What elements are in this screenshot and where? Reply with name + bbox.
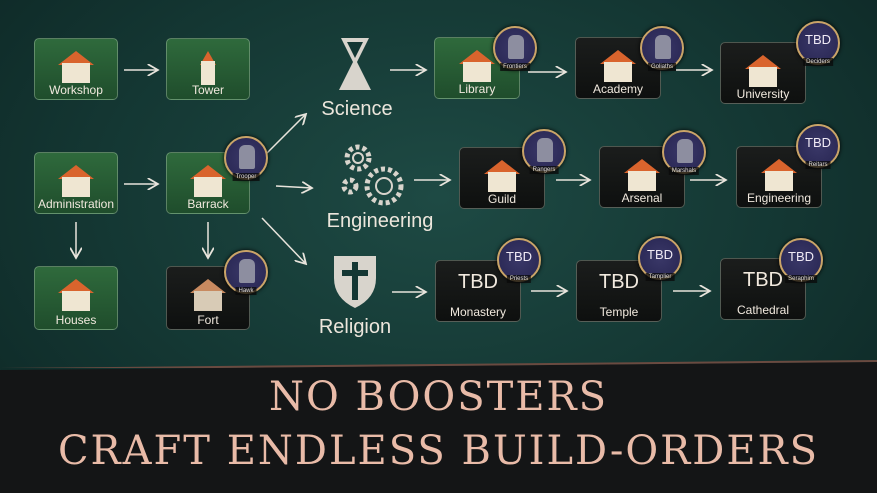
label: Administration: [37, 197, 115, 211]
unit-priests[interactable]: TBD Priests: [497, 238, 541, 283]
label: Engineering: [746, 191, 812, 205]
category-engineering: Engineering: [326, 210, 434, 232]
label: Monastery: [449, 305, 507, 319]
unit-frontiers[interactable]: Frontiers: [493, 26, 537, 71]
unit-rangers[interactable]: Rangers: [522, 129, 566, 174]
unit-hawk[interactable]: Hawk: [224, 250, 268, 295]
unit-label: Priests: [506, 275, 532, 283]
library-icon: [457, 46, 497, 84]
workshop-icon: [56, 47, 96, 85]
tagline-banner: [0, 362, 877, 493]
gears-icon: [341, 144, 404, 206]
building-university[interactable]: University: [720, 42, 806, 104]
tbd-text: TBD: [647, 247, 673, 262]
unit-tamplier[interactable]: TBD Tamplier: [638, 236, 682, 281]
tbd-text: TBD: [805, 135, 831, 150]
label: Cathedral: [736, 303, 790, 317]
guild-icon: [482, 156, 522, 194]
building-tower[interactable]: Tower: [166, 38, 250, 100]
unit-portrait-icon: [677, 139, 693, 163]
label: Academy: [592, 82, 644, 96]
label: Guild: [487, 192, 516, 206]
university-icon: [743, 51, 783, 89]
arsenal-icon: [622, 155, 662, 193]
unit-label: Reitars: [805, 161, 831, 169]
building-cathedral[interactable]: TBD Cathedral: [720, 258, 806, 320]
label: Arsenal: [621, 191, 663, 205]
building-administration[interactable]: Administration: [34, 152, 118, 214]
label: Barrack: [187, 197, 229, 211]
unit-portrait-icon: [537, 138, 553, 162]
unit-label: Deciders: [803, 58, 833, 66]
tagline-line1: NO BOOSTERS: [268, 374, 609, 420]
unit-portrait-icon: [655, 35, 671, 59]
engineering-building-icon: [759, 155, 799, 193]
label: Workshop: [49, 83, 103, 97]
tbd-text: TBD: [788, 249, 814, 264]
tower-icon: [188, 47, 228, 85]
unit-reitars[interactable]: TBD Reitars: [796, 124, 840, 169]
tbd-text: TBD: [805, 32, 831, 47]
unit-label: Trooper: [232, 173, 260, 181]
unit-portrait-icon: [508, 35, 524, 59]
unit-portrait-icon: [239, 259, 255, 283]
building-engineering[interactable]: Engineering: [736, 146, 822, 208]
category-science: Science: [321, 98, 393, 120]
unit-marshals[interactable]: Marshals: [662, 130, 706, 175]
unit-label: Seraphim: [785, 275, 817, 283]
label: University: [736, 87, 790, 101]
banner-divider: [0, 360, 877, 368]
label: Library: [458, 82, 496, 96]
building-workshop[interactable]: Workshop: [34, 38, 118, 100]
label: Temple: [599, 305, 639, 319]
tagline-line2: CRAFT ENDLESS BUILD-ORDERS: [57, 428, 820, 474]
administration-icon: [56, 161, 96, 199]
unit-label: Goliaths: [647, 63, 677, 71]
unit-label: Hawk: [235, 287, 257, 295]
category-religion: Religion: [318, 316, 392, 338]
tbd-placeholder: TBD: [599, 271, 639, 293]
shield-cross-icon: [334, 256, 376, 308]
tbd-placeholder: TBD: [458, 271, 498, 293]
barrack-icon: [188, 161, 228, 199]
unit-label: Frontiers: [500, 63, 530, 71]
fort-icon: [188, 275, 228, 313]
unit-deciders[interactable]: TBD Deciders: [796, 21, 840, 66]
unit-portrait-icon: [239, 145, 255, 169]
building-houses[interactable]: Houses: [34, 266, 118, 330]
unit-goliaths[interactable]: Goliaths: [640, 26, 684, 71]
label: Houses: [55, 313, 97, 327]
unit-seraphim[interactable]: TBD Seraphim: [779, 238, 823, 283]
unit-label: Marshals: [668, 167, 700, 175]
hourglass-icon: [339, 38, 371, 90]
label: Tower: [191, 83, 224, 97]
academy-icon: [598, 46, 638, 84]
tbd-text: TBD: [506, 249, 532, 264]
label: Fort: [197, 313, 219, 327]
unit-trooper[interactable]: Trooper: [224, 136, 268, 181]
houses-icon: [56, 275, 96, 313]
unit-label: Tamplier: [645, 273, 675, 281]
unit-label: Rangers: [529, 166, 559, 174]
tbd-placeholder: TBD: [743, 269, 783, 291]
